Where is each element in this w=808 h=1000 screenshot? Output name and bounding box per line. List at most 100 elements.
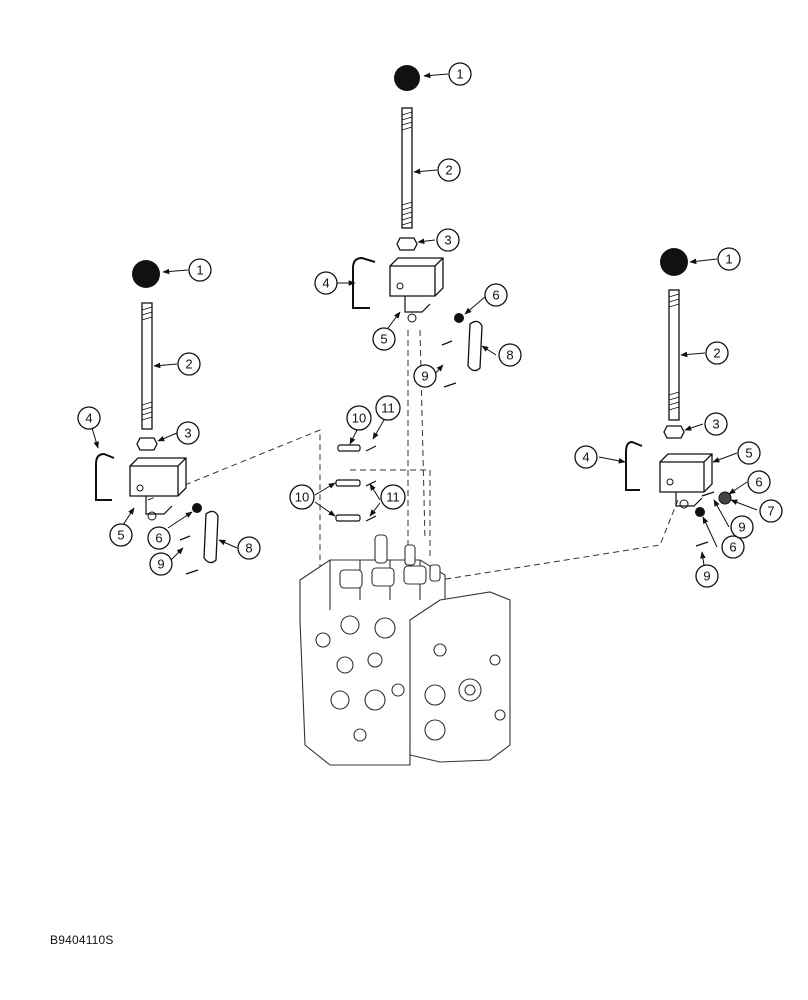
callout-right-1: 1 — [717, 247, 741, 271]
rod-threads — [401, 111, 413, 226]
callout-number: 1 — [725, 252, 732, 267]
callout-right-9a: 9 — [730, 515, 754, 539]
rod-threads — [668, 293, 680, 411]
washer — [192, 503, 202, 513]
callout-circle — [314, 271, 338, 295]
callout-circle — [498, 343, 522, 367]
callout-circle — [747, 470, 771, 494]
valve-bolts — [335, 444, 377, 522]
callout-number: 8 — [245, 541, 252, 556]
callout-circle — [705, 341, 729, 365]
callout-circle — [375, 395, 401, 421]
cotter-pin — [179, 535, 191, 541]
callout-circle — [717, 247, 741, 271]
callout-circle — [730, 515, 754, 539]
callout-number: 9 — [421, 369, 428, 384]
callout-right-6b: 6 — [721, 535, 745, 559]
washer — [454, 313, 464, 323]
callout-left-4: 4 — [77, 406, 101, 430]
callout-number: 10 — [352, 411, 366, 426]
callout-number: 11 — [381, 401, 395, 416]
callout-number: 6 — [755, 475, 762, 490]
callout-number: 3 — [444, 233, 451, 248]
callout-left-5: 5 — [109, 523, 133, 547]
callout-valve-11a: 11 — [375, 395, 401, 421]
callout-circle — [372, 327, 396, 351]
callout-circle — [346, 405, 372, 431]
washer — [695, 507, 705, 517]
cotter-pin — [185, 569, 199, 575]
callout-number: 5 — [380, 332, 387, 347]
washer — [718, 491, 732, 505]
callout-left-8: 8 — [237, 536, 261, 560]
u-bolt-link — [95, 452, 115, 501]
figure-reference-code: B9404110S — [50, 933, 114, 947]
callout-top-1: 1 — [448, 62, 472, 86]
top-lever-assembly — [352, 65, 483, 388]
callout-number: 1 — [456, 67, 463, 82]
callout-top-8: 8 — [498, 343, 522, 367]
callout-number: 4 — [85, 411, 92, 426]
cotter-pin — [695, 541, 709, 547]
callout-number: 6 — [492, 288, 499, 303]
link-bar — [203, 510, 219, 564]
callout-circle — [704, 412, 728, 436]
lever-block — [129, 457, 187, 497]
callout-circle — [109, 523, 133, 547]
callout-left-3: 3 — [176, 421, 200, 445]
right-lever-assembly — [625, 248, 732, 547]
callout-number: 5 — [745, 446, 752, 461]
callout-top-4: 4 — [314, 271, 338, 295]
callout-circle — [448, 62, 472, 86]
callout-number: 3 — [712, 417, 719, 432]
callout-circle — [177, 352, 201, 376]
callout-circle — [380, 484, 406, 510]
callout-right-3: 3 — [704, 412, 728, 436]
callout-number: 11 — [386, 490, 400, 505]
callout-number: 3 — [184, 426, 191, 441]
cotter-pin — [443, 382, 457, 388]
callout-right-7: 7 — [759, 499, 783, 523]
knob-ball — [132, 260, 160, 288]
callout-number: 9 — [738, 520, 745, 535]
callout-circle — [437, 158, 461, 182]
control-valve-body — [299, 534, 511, 766]
callout-number: 2 — [185, 357, 192, 372]
callout-left-9: 9 — [149, 552, 173, 576]
knob-ball — [660, 248, 688, 276]
callout-leaders — [91, 72, 758, 573]
callout-top-9: 9 — [413, 364, 437, 388]
callout-right-5: 5 — [737, 441, 761, 465]
callout-number: 5 — [117, 528, 124, 543]
callout-circle — [77, 406, 101, 430]
callout-number: 10 — [295, 490, 309, 505]
u-bolt-link — [625, 440, 643, 491]
callout-circle — [721, 535, 745, 559]
callout-valve-11b: 11 — [380, 484, 406, 510]
callout-top-3: 3 — [436, 228, 460, 252]
callout-top-6: 6 — [484, 283, 508, 307]
callout-right-4: 4 — [574, 445, 598, 469]
callout-number: 9 — [703, 569, 710, 584]
callout-number: 7 — [767, 504, 774, 519]
callout-number: 2 — [713, 346, 720, 361]
threaded-rod — [668, 289, 680, 421]
callout-circle — [737, 441, 761, 465]
callout-left-2: 2 — [177, 352, 201, 376]
callout-circle — [484, 283, 508, 307]
left-lever-assembly — [95, 260, 219, 575]
callout-number: 6 — [729, 540, 736, 555]
callout-circle — [237, 536, 261, 560]
callout-number: 4 — [582, 450, 589, 465]
callout-number: 1 — [196, 263, 203, 278]
lever-block — [389, 257, 444, 297]
callout-valve-10b: 10 — [289, 484, 315, 510]
callout-number: 8 — [506, 348, 513, 363]
rod-threads — [141, 306, 153, 421]
threaded-rod — [401, 107, 413, 229]
cotter-pin — [701, 491, 715, 497]
callout-circle — [695, 564, 719, 588]
threaded-rod — [141, 302, 153, 430]
callout-valve-10a: 10 — [346, 405, 372, 431]
callout-right-6a: 6 — [747, 470, 771, 494]
